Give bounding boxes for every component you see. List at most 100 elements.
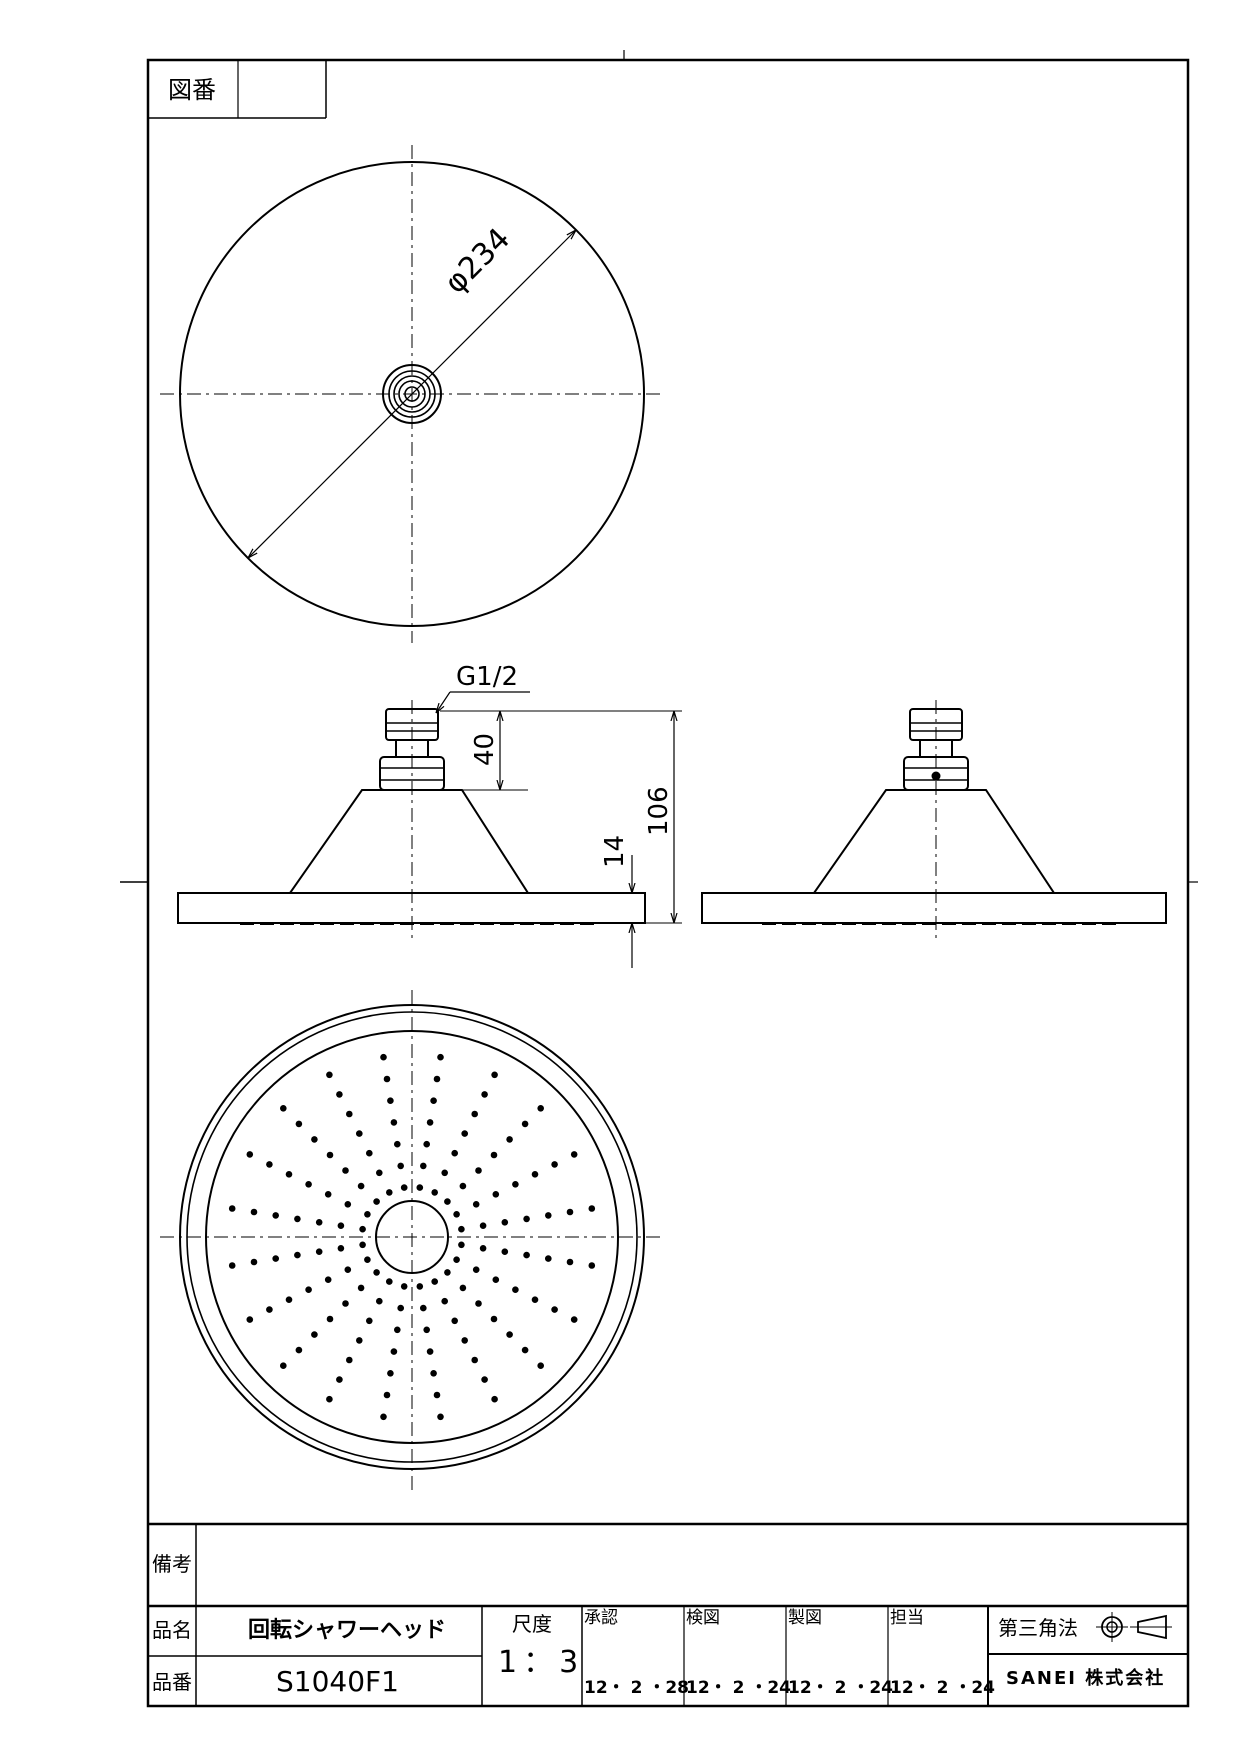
nozzle-hole <box>357 1182 365 1190</box>
nozzle-hole <box>570 1316 578 1323</box>
nozzle-hole <box>311 1136 318 1143</box>
nozzle-hole <box>359 1225 366 1233</box>
nozzle-hole <box>431 1189 439 1196</box>
nozzle-hole <box>400 1283 408 1290</box>
nozzle-hole <box>272 1212 280 1219</box>
nozzle-hole <box>423 1326 431 1334</box>
nozzle-hole <box>472 1201 480 1208</box>
nozzle-hole <box>521 1120 529 1128</box>
nozzle-hole <box>481 1091 488 1098</box>
projection-label: 第三角法 <box>998 1616 1078 1640</box>
nozzle-hole <box>416 1283 424 1290</box>
nozzle-hole <box>423 1140 431 1148</box>
nozzle-hole <box>523 1251 530 1259</box>
nozzle-hole <box>512 1286 519 1293</box>
remarks-label: 備考 <box>152 1552 192 1576</box>
nozzle-hole <box>376 1297 383 1305</box>
nozzle-hole <box>366 1317 373 1325</box>
nozzle-hole <box>471 1110 479 1118</box>
nozzle-hole <box>364 1211 371 1218</box>
nozzle-hole <box>357 1284 365 1292</box>
nozzle-hole <box>523 1215 530 1223</box>
nozzle-hole <box>426 1348 434 1355</box>
nozzle-hole <box>280 1362 287 1369</box>
nozzle-hole <box>512 1181 519 1188</box>
nozzle-hole <box>280 1105 287 1112</box>
nozzle-hole <box>492 1276 500 1283</box>
nozzle-hole <box>453 1256 460 1263</box>
nozzle-hole <box>336 1091 343 1098</box>
sheet-border <box>146 58 1190 1708</box>
drawn-date: 12・ 2 ・24 <box>788 1678 893 1698</box>
nozzle-hole <box>490 1151 498 1159</box>
nozzle-hole <box>342 1300 349 1307</box>
nozzle-hole <box>566 1208 574 1216</box>
nozzle-hole <box>453 1211 460 1218</box>
nozzle-hole <box>366 1149 373 1157</box>
nozzle-hole <box>492 1191 500 1198</box>
nozzle-hole <box>501 1219 509 1226</box>
nozzle-holes <box>228 1053 596 1421</box>
nozzle-hole <box>390 1348 398 1355</box>
nozzle-hole <box>416 1184 424 1191</box>
nozzle-hole <box>490 1315 498 1323</box>
connector-height-label: 40 <box>470 732 500 766</box>
nozzle-hole <box>356 1337 363 1344</box>
charge-label: 担当 <box>890 1608 924 1628</box>
nozzle-hole <box>387 1370 394 1377</box>
nozzle-hole <box>479 1245 487 1252</box>
approval-label: 承認 <box>584 1608 618 1628</box>
drawn-label: 製図 <box>788 1608 822 1628</box>
nozzle-hole <box>346 1110 353 1118</box>
nozzle-hole <box>437 1413 444 1421</box>
nozzle-hole <box>451 1317 459 1325</box>
nozzle-hole <box>551 1161 558 1168</box>
company-name: SANEI 株式会社 <box>1006 1668 1166 1689</box>
nozzle-hole <box>272 1255 280 1262</box>
nozzle-hole <box>437 1053 444 1061</box>
third-angle-projection-icon <box>1096 1612 1172 1642</box>
nozzle-hole <box>324 1276 332 1283</box>
nozzle-hole <box>531 1171 539 1178</box>
nozzle-hole <box>397 1162 405 1170</box>
nozzle-hole <box>475 1167 482 1174</box>
approval-date: 12・ 2 ・28 <box>584 1678 689 1698</box>
nozzle-hole <box>326 1315 334 1323</box>
nozzle-hole <box>386 1189 393 1196</box>
nozzle-hole <box>315 1219 323 1226</box>
nozzle-hole <box>461 1337 469 1344</box>
check-date: 12・ 2 ・24 <box>686 1678 791 1698</box>
product-number: S1040F1 <box>276 1665 399 1698</box>
nozzle-hole <box>390 1119 398 1126</box>
nozzle-hole <box>266 1306 273 1313</box>
nozzle-hole <box>359 1241 366 1249</box>
nozzle-hole <box>356 1130 363 1137</box>
nozzle-hole <box>397 1304 405 1312</box>
bottom-view <box>160 990 664 1490</box>
nozzle-hole <box>394 1140 401 1148</box>
nozzle-hole <box>588 1205 596 1212</box>
product-name: 回転シャワーヘッド <box>248 1618 447 1643</box>
nozzle-hole <box>570 1151 578 1158</box>
nozzle-hole <box>426 1119 434 1126</box>
nozzle-hole <box>380 1053 387 1061</box>
nozzle-hole <box>545 1255 552 1262</box>
nozzle-hole <box>228 1262 236 1269</box>
side-view <box>701 700 1167 940</box>
nozzle-hole <box>444 1198 451 1205</box>
product-number-label: 品番 <box>152 1670 192 1694</box>
nozzle-hole <box>326 1071 333 1079</box>
nozzle-hole <box>373 1269 380 1276</box>
nozzle-hole <box>376 1169 383 1177</box>
nozzle-hole <box>551 1306 558 1313</box>
nozzle-hole <box>481 1376 488 1383</box>
nozzle-hole <box>295 1346 303 1354</box>
product-name-label: 品名 <box>152 1618 192 1642</box>
nozzle-hole <box>588 1262 596 1269</box>
plate-thickness-label: 14 <box>600 834 630 868</box>
nozzle-hole <box>459 1284 467 1292</box>
nozzle-hole <box>451 1149 459 1157</box>
nozzle-hole <box>383 1391 391 1399</box>
nozzle-hole <box>420 1162 427 1170</box>
nozzle-hole <box>566 1258 574 1266</box>
